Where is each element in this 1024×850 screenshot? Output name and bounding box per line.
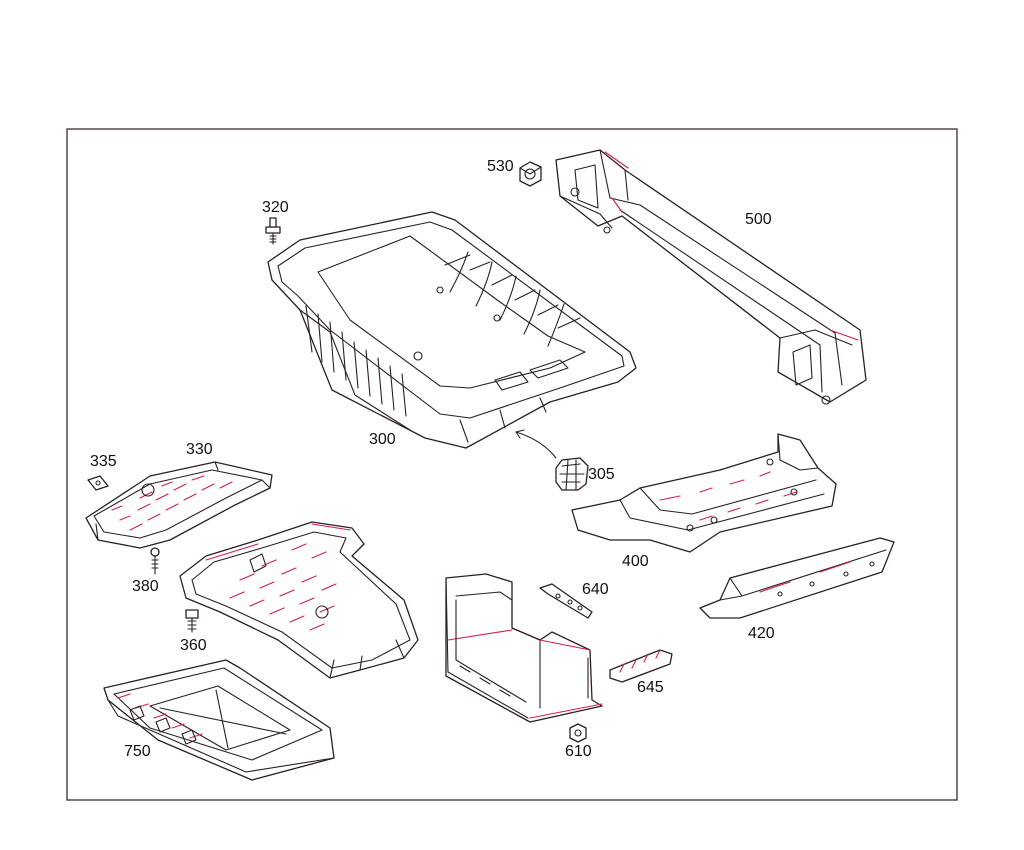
callout-645: 645 — [637, 679, 664, 696]
part-645-bracket[interactable] — [609, 649, 673, 683]
diagram-frame — [66, 128, 958, 801]
part-500-cross-member[interactable] — [555, 149, 867, 405]
callout-330: 330 — [186, 441, 213, 458]
part-380-screw[interactable] — [150, 547, 160, 575]
callout-420: 420 — [748, 625, 775, 642]
part-305-plug[interactable] — [515, 429, 589, 491]
part-battery-box[interactable] — [445, 573, 603, 723]
part-530-nut[interactable] — [519, 161, 542, 187]
callout-300: 300 — [369, 431, 396, 448]
part-400-floor-member[interactable] — [571, 433, 837, 553]
part-330-floor-panel[interactable] — [85, 461, 273, 549]
callout-305: 305 — [588, 466, 615, 483]
callout-400: 400 — [622, 553, 649, 570]
part-610-nut[interactable] — [569, 723, 587, 743]
part-360-bolt[interactable] — [185, 609, 199, 633]
part-300-wheel-well[interactable] — [267, 211, 637, 449]
callout-610: 610 — [565, 743, 592, 760]
part-320-bolt[interactable] — [265, 217, 281, 245]
callout-530: 530 — [487, 158, 514, 175]
part-floor-panel-large[interactable] — [179, 521, 419, 679]
callout-640: 640 — [582, 581, 609, 598]
part-335-clip[interactable] — [87, 475, 109, 491]
part-420-side-member[interactable] — [699, 537, 895, 619]
callout-320: 320 — [262, 199, 289, 216]
callout-335: 335 — [90, 453, 117, 470]
part-750-tray[interactable] — [103, 659, 335, 781]
callout-750: 750 — [124, 743, 151, 760]
callout-500: 500 — [745, 211, 772, 228]
part-640-bracket[interactable] — [539, 583, 593, 619]
callout-360: 360 — [180, 637, 207, 654]
callout-380: 380 — [132, 578, 159, 595]
